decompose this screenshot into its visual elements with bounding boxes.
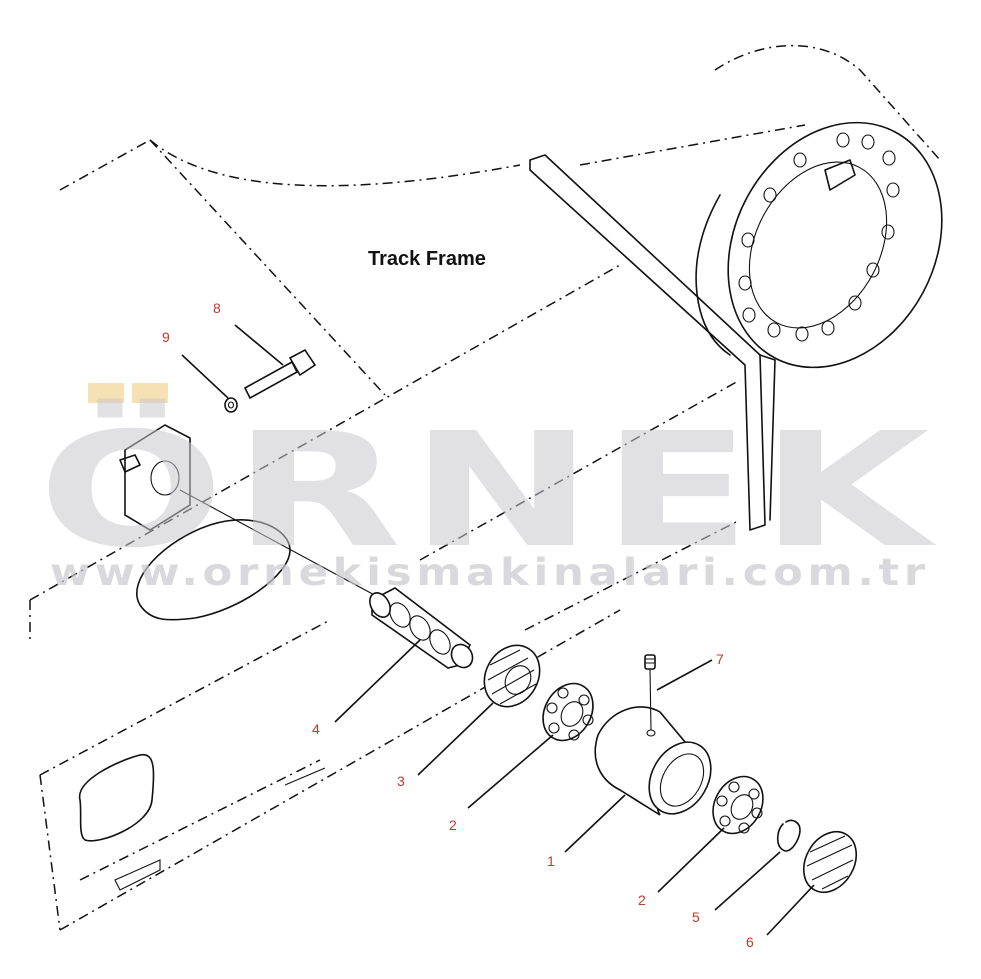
callout-4: 4 — [312, 721, 320, 737]
callout-numbers: 1 2 2 3 4 5 6 7 8 9 — [162, 300, 754, 950]
seal-part-3 — [483, 644, 541, 708]
leader-6 — [766, 884, 815, 936]
leader-4 — [334, 639, 421, 723]
access-opening — [136, 519, 291, 621]
watermark-brand: ÖRNEK — [38, 397, 938, 583]
bearing-part-2b — [712, 775, 764, 835]
leader-5 — [714, 851, 781, 911]
callout-6: 6 — [746, 934, 754, 950]
bearing-part-2a — [542, 682, 594, 742]
washer-part-9 — [224, 397, 238, 413]
callout-8: 8 — [213, 300, 221, 316]
shaft-part-4 — [369, 587, 474, 669]
watermark-accent-left — [88, 383, 124, 403]
mount-bracket — [119, 424, 191, 531]
callout-9: 9 — [162, 329, 170, 345]
callout-2a: 2 — [449, 817, 457, 833]
watermark: ÖRNEK www.ornekismakinalari.com.tr — [38, 383, 938, 594]
grease-fitting-part-7 — [644, 654, 656, 731]
watermark-accent-right — [132, 383, 168, 403]
leader-3 — [417, 702, 494, 776]
leader-7 — [656, 659, 713, 691]
bolt-part-8 — [243, 348, 317, 400]
leader-lines — [181, 324, 815, 936]
leader-8 — [234, 324, 284, 366]
leader-1 — [564, 794, 626, 853]
callout-2b: 2 — [638, 892, 646, 908]
track-frame-label: Track Frame — [368, 248, 486, 270]
leader-2b — [657, 827, 725, 893]
callout-1: 1 — [547, 853, 555, 869]
cap-part-6 — [802, 831, 858, 893]
snap-ring-part-5 — [776, 819, 801, 852]
shaft-axis-line — [179, 489, 381, 599]
bushing-part-1 — [594, 706, 712, 816]
bolt-holes — [738, 132, 900, 342]
callout-3: 3 — [397, 773, 405, 789]
leader-2a — [467, 734, 554, 809]
leader-9 — [181, 354, 229, 399]
watermark-url: www.ornekismakinalari.com.tr — [50, 551, 930, 594]
callout-5: 5 — [692, 909, 700, 925]
callout-7: 7 — [716, 651, 724, 667]
final-drive-housing — [579, 44, 943, 369]
